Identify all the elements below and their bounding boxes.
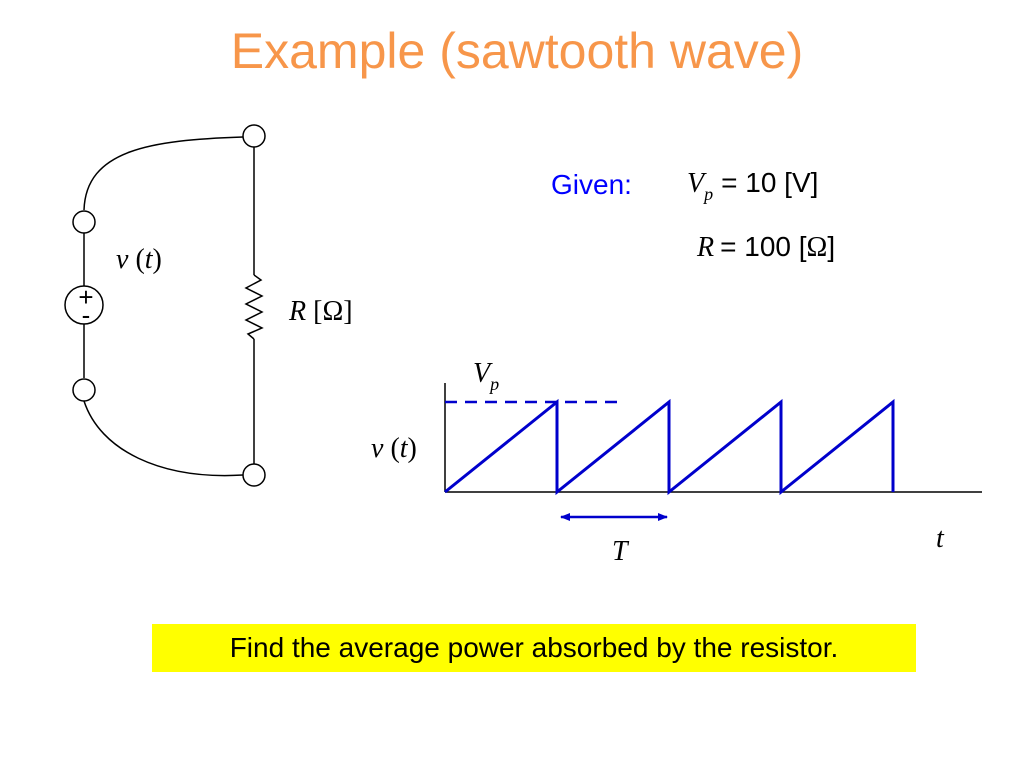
source-voltage-label: v (t): [116, 244, 162, 275]
source-plus-sign: +: [78, 282, 93, 312]
voltage-source-icon: [64, 285, 104, 325]
problem-statement: Find the average power absorbed by the r…: [152, 624, 916, 672]
y-axis-label: v (t): [371, 433, 417, 464]
period-label: T: [612, 536, 630, 567]
peak-label: Vp: [473, 358, 499, 394]
slide-title: Example (sawtooth wave): [231, 23, 803, 79]
wire-top: [83, 136, 244, 211]
terminal-icon: [72, 378, 96, 402]
given-r: R= 100 [Ω]: [696, 231, 835, 263]
resistor-icon: [244, 274, 264, 340]
x-axis-label: t: [936, 523, 945, 554]
given-label: Given:: [551, 169, 632, 200]
given-vp: Vp= 10 [V]: [687, 167, 818, 204]
terminal-icon: [242, 463, 266, 487]
waveform-plot: [444, 383, 982, 521]
source-minus-sign: -: [82, 300, 91, 330]
circuit: [64, 124, 266, 487]
terminal-icon: [242, 124, 266, 148]
wire-bottom: [83, 400, 244, 477]
sawtooth-series: [444, 398, 895, 496]
resistor-label: R [Ω]: [288, 296, 353, 327]
terminal-icon: [72, 210, 96, 234]
